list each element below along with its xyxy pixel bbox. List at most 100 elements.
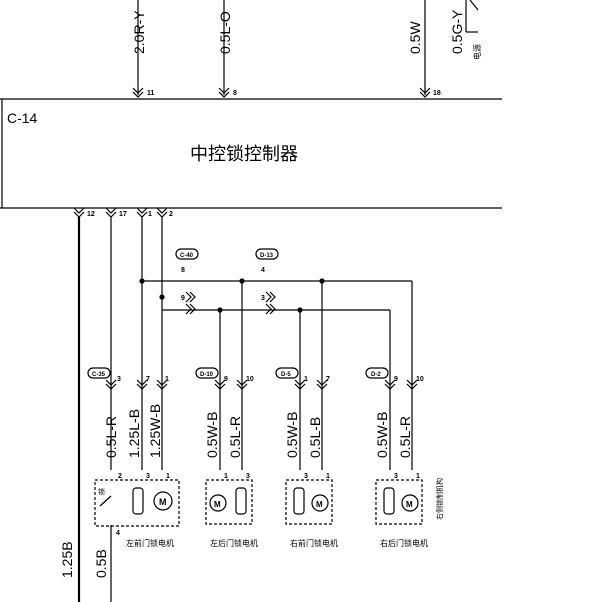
top-wire-label-4: 0.5G-Y (449, 9, 465, 54)
d10-chevron-1 (214, 379, 226, 390)
c35-chevron-1 (105, 379, 117, 390)
top-chevron-3 (419, 87, 431, 98)
junction-dot-1 (139, 278, 145, 284)
lf-switch-label: 锁 (98, 487, 105, 496)
motor-connectors: C-35 3 7 1 D-10 9 10 D-5 1 7 D-2 9 10 (87, 367, 424, 390)
d13-pin-b: 3 (261, 295, 265, 302)
rf-motor-circle (311, 494, 329, 512)
bottom-chevron-2 (105, 207, 117, 218)
motor-right-rear-frame (375, 479, 423, 525)
d2-chevron-1 (384, 379, 396, 390)
c40-badge (175, 248, 199, 260)
wire-label-d10-1: 0.5W-B (204, 412, 220, 458)
top-pin-2: 8 (233, 90, 237, 97)
junction-dot-2 (159, 294, 165, 300)
top-wire-group: 2.0R-Y 0.5L-O 0.5W 0.5G-Y 电源 11 8 18 (131, 0, 482, 98)
lf-motor-circle (153, 491, 173, 511)
motor-right-front-frame (285, 479, 333, 525)
lf-label: 左前门锁电机 (126, 538, 174, 548)
d10-badge (195, 367, 219, 379)
motor-right-front: 3 1 M 右前门锁电机 (285, 473, 338, 548)
c35-pin-1: 3 (117, 376, 121, 383)
c35-pin-3: 1 (165, 376, 169, 383)
top-pin-1: 11 (147, 90, 155, 97)
motor-wire-labels: 0.5L-R 1.25L-B 1.25W-B 0.5W-B 0.5L-R 0.5… (59, 404, 413, 578)
controller-name: 中控锁控制器 (190, 144, 298, 165)
top-note-label: 电源 (472, 44, 482, 60)
c40-pin-a: 8 (181, 267, 185, 274)
c35-chevron-2 (136, 379, 148, 390)
c35-pin-2: 7 (146, 376, 150, 383)
bottom-pin-2: 17 (119, 211, 127, 218)
lr-inner-pin-2: 3 (246, 473, 250, 480)
top-chevron-1 (132, 87, 144, 98)
ground-label-2: 0.5B (93, 549, 109, 578)
bottom-pin-1: 12 (87, 211, 95, 218)
lf-inner-pin-2: 3 (146, 473, 150, 480)
lf-resistor (132, 487, 144, 515)
d5-label: D-5 (281, 372, 291, 378)
rr-inner-pin-1: 3 (394, 473, 398, 480)
d13-pin-a: 4 (261, 267, 265, 274)
c35-badge (87, 367, 111, 379)
motor-left-rear-frame (205, 479, 253, 525)
lf-inner-pin-3: 1 (166, 473, 170, 480)
d13-badge (255, 248, 279, 260)
d13-chevron-top (265, 291, 276, 303)
c40-chevron-bottom (185, 303, 196, 315)
d10-chevron-2 (236, 379, 248, 390)
d2-badge (365, 367, 389, 379)
lf-switch (99, 495, 112, 507)
motor-left-front-frame (94, 479, 180, 527)
lr-motor-m: M (214, 500, 221, 509)
c40-chevron-top (185, 291, 196, 303)
rr-inner-pin-2: 1 (416, 473, 420, 480)
rr-label: 右后门锁电机 (380, 538, 428, 548)
controller-bottom-pins: 12 17 1 2 (73, 207, 173, 218)
controller-connector-id: C-14 (7, 110, 38, 126)
top-wire-label-3: 0.5W (407, 21, 423, 54)
bottom-chevron-3 (136, 207, 148, 218)
lr-resistor (235, 487, 247, 515)
rr-side-label: 右侧锁制机构 (435, 478, 444, 520)
c35-chevron-3 (156, 379, 168, 390)
ground-label-1: 1.25B (59, 541, 75, 578)
c35-label: C-35 (92, 372, 106, 378)
d5-badge (275, 367, 299, 379)
wiring-network: C-40 8 9 D-13 4 3 (77, 217, 413, 602)
rf-inner-pin-2: 1 (326, 473, 330, 480)
bottom-pin-4: 2 (169, 211, 173, 218)
top-wire-4-stub (469, 0, 479, 11)
lf-inner-pin-1: 2 (118, 473, 122, 480)
bottom-chevron-4 (156, 207, 168, 218)
d2-label: D-2 (371, 372, 381, 378)
wire-label-d5-1: 0.5W-B (284, 412, 300, 458)
d2-chevron-2 (406, 379, 418, 390)
motor-right-rear: 3 1 M 右后门锁电机 右侧锁制机构 (375, 473, 444, 548)
lf-extra-pin: 4 (116, 530, 120, 537)
d13-label: D-13 (260, 253, 274, 259)
bottom-pin-3: 1 (148, 211, 152, 218)
wire-label-d10-2: 0.5L-R (227, 416, 243, 458)
top-chevron-2 (218, 87, 230, 98)
motor-left-front: 2 3 1 4 锁 M 左前门锁电机 (94, 473, 180, 548)
top-wire-label-2: 0.5L-O (217, 11, 233, 54)
bottom-chevron-1 (73, 207, 85, 218)
lr-motor-circle (209, 494, 227, 512)
motor-symbols: 2 3 1 4 锁 M 左前门锁电机 1 3 M 左后门锁电机 3 1 (94, 473, 444, 548)
rf-label: 右前门锁电机 (290, 538, 338, 548)
d5-chevron-1 (294, 379, 306, 390)
d10-pin-1: 9 (224, 376, 228, 383)
lr-inner-pin-1: 1 (224, 473, 228, 480)
d5-chevron-2 (316, 379, 328, 390)
d10-pin-2: 10 (246, 376, 254, 383)
d2-pin-2: 10 (416, 376, 424, 383)
controller-box: C-14 中控锁控制器 (0, 98, 502, 209)
rr-motor-circle (401, 494, 419, 512)
lr-label: 左后门锁电机 (210, 538, 258, 548)
d13-chevron-bottom (265, 303, 276, 315)
rr-motor-m: M (406, 500, 413, 509)
rf-motor-m: M (316, 500, 323, 509)
d5-pin-2: 7 (326, 376, 330, 383)
